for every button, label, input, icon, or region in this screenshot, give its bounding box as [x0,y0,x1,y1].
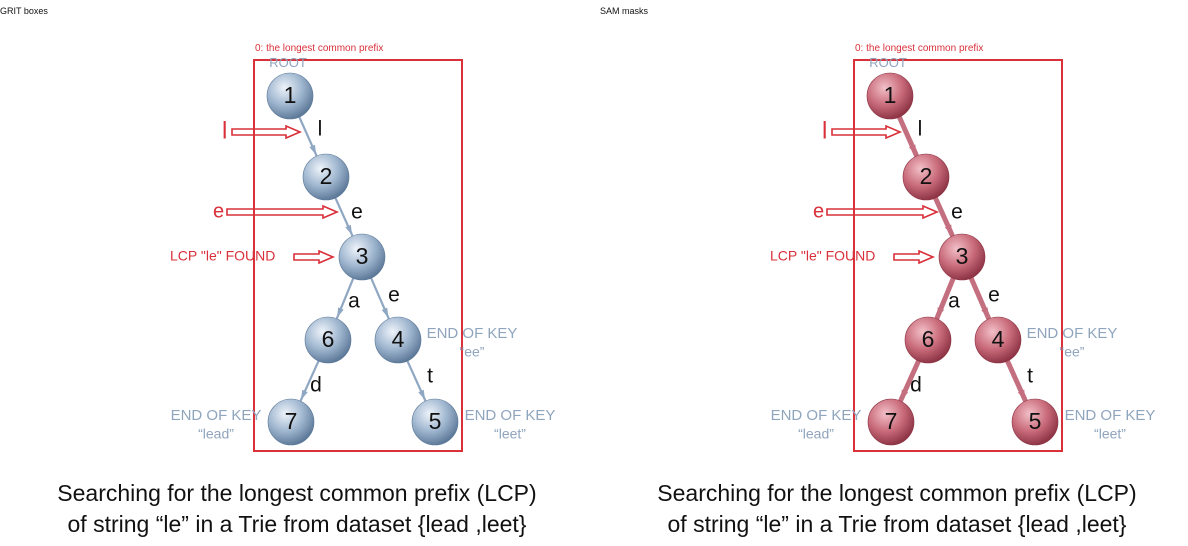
edge-arrowhead [337,307,344,318]
pointer-arrow [831,124,903,140]
edge-label: e [988,284,1000,307]
node-number: 5 [1029,408,1042,434]
edge-arrowhead [345,224,353,236]
root-label: ROOT [269,55,307,70]
trie-node [374,316,422,364]
trie-node [902,153,950,201]
node-number: 4 [392,326,405,352]
trie-node [304,316,352,364]
edge-label: a [348,290,360,313]
edge-label: a [948,290,960,313]
edge-arrowhead [981,307,989,318]
node-number: 1 [284,82,297,108]
edge-arrowhead [381,307,389,318]
edge-label: l [318,118,323,141]
pointer-label: l [822,117,827,144]
end-of-key-title: END OF KEY [771,407,862,424]
node-number: 7 [285,408,298,434]
pointer-arrow [293,249,336,265]
edge-arrowhead [309,144,317,156]
edge-label: e [388,284,400,307]
node-number: 6 [322,326,335,352]
pointer-arrow [893,249,936,265]
trie-diagram: 0: the longest common prefix l e a e d t ROOT 1 2… [770,43,1156,452]
node-number: 1 [884,82,897,108]
edge-label: l [918,118,923,141]
trie-node [302,153,350,201]
trie-node [938,233,986,281]
node-number: 3 [956,243,969,269]
end-of-key-title: END OF KEY [1027,325,1118,342]
trie-node [267,398,315,446]
panel-title: SAM masks [600,6,649,16]
trie-node [338,233,386,281]
end-of-key-value: “leet” [494,426,526,442]
end-of-key-title: END OF KEY [465,407,556,424]
node-number: 2 [320,163,333,189]
edge-arrowhead [937,307,945,318]
node-number: 7 [885,408,898,434]
trie-node [1011,398,1059,446]
panel-title: GRIT boxes [0,6,48,16]
pointer-label: e [813,200,824,222]
caption-line-2: of string “le” in a Trie from dataset {l… [667,511,1127,537]
edge-label: e [951,201,963,224]
edge-label: t [1027,365,1033,388]
node-number: 4 [992,326,1005,352]
caption-line-1: Searching for the longest common prefix … [57,480,537,506]
end-of-key-title: END OF KEY [1065,407,1156,424]
edge-arrowhead [300,389,308,401]
trie-node [867,398,915,446]
end-of-key-value: “lead” [798,426,834,442]
end-of-key-value: “ee” [1060,344,1085,360]
sam-masks-panel: SAM masks 0: the longest common prefix l e… [600,0,1188,546]
end-of-key-value: “ee” [460,344,485,360]
pointer-arrow [231,124,303,140]
trie-node [904,316,952,364]
region-label: 0: the longest common prefix [255,43,383,54]
lcp-region-box [253,59,463,452]
end-of-key-title: END OF KEY [427,325,518,342]
trie-diagram: 0: the longest common prefix l e a e d t ROOT 1 2… [170,43,556,452]
pointer-label: l [222,117,227,144]
trie-node [866,72,914,120]
node-number: 5 [429,408,442,434]
node-number: 3 [356,243,369,269]
trie-node [266,72,314,120]
region-label: 0: the longest common prefix [855,43,983,54]
edge-arrowhead [418,389,426,401]
edge-label: d [910,374,922,397]
end-of-key-value: “lead” [198,426,234,442]
edge-arrowhead [900,389,909,401]
pointer-label: LCP "le" FOUND [770,248,875,264]
root-label: ROOT [869,55,907,70]
node-number: 2 [920,163,933,189]
edge-label: e [351,201,363,224]
trie-node [411,398,459,446]
pointer-label: e [213,200,224,222]
edge-arrowhead [908,144,917,156]
lcp-region-box [853,59,1063,452]
edge-label: t [427,365,433,388]
node-number: 6 [922,326,935,352]
caption-line-1: Searching for the longest common prefix … [657,480,1137,506]
edge-label: d [310,374,322,397]
pointer-label: LCP "le" FOUND [170,248,275,264]
end-of-key-value: “leet” [1094,426,1126,442]
caption-line-2: of string “le” in a Trie from dataset {l… [67,511,527,537]
grit-boxes-panel: GRIT boxes 0: the longest common prefix l… [0,6,556,537]
trie-node [974,316,1022,364]
pointer-arrow [826,204,940,220]
edge-arrowhead [944,224,953,236]
end-of-key-title: END OF KEY [171,407,262,424]
pointer-arrow [226,204,340,220]
edge-arrowhead [1017,389,1026,401]
